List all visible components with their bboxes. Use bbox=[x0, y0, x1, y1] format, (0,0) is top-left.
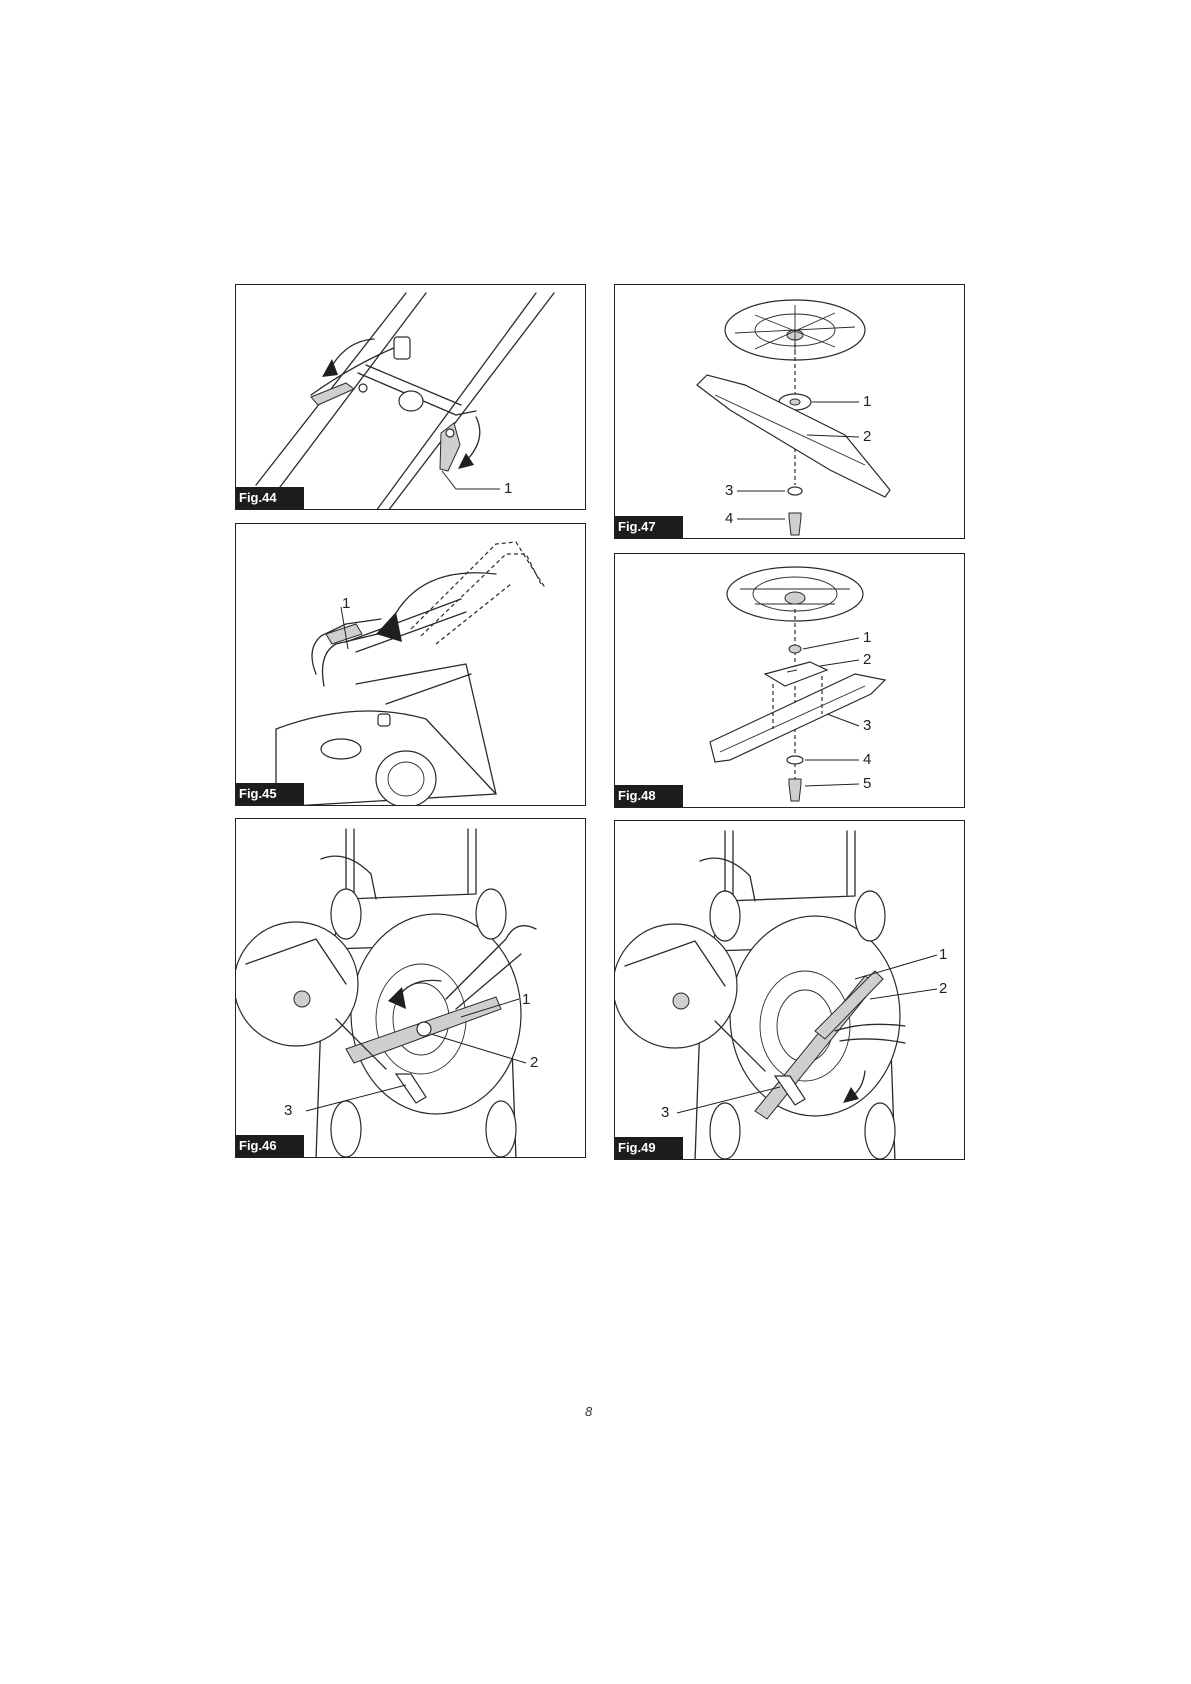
fig48-callout-5: 5 bbox=[863, 776, 871, 791]
fig44-label: Fig.44 bbox=[236, 487, 304, 509]
fig48-callout-1: 1 bbox=[863, 630, 871, 645]
fig47-callout-1: 1 bbox=[863, 394, 871, 409]
fig48-label: Fig.48 bbox=[615, 785, 683, 807]
figure-45: 1 Fig.45 bbox=[235, 523, 586, 806]
fig47-label: Fig.47 bbox=[615, 516, 683, 538]
figure-44: 1 Fig.44 bbox=[235, 284, 586, 510]
fig47-callout-2: 2 bbox=[863, 429, 871, 444]
fig46-callout-1: 1 bbox=[522, 992, 530, 1007]
figure-48: 1 2 3 4 5 Fig.48 bbox=[614, 553, 965, 808]
fig45-label: Fig.45 bbox=[236, 783, 304, 805]
fig49-callout-1: 1 bbox=[939, 947, 947, 962]
fig46-callout-2: 2 bbox=[530, 1055, 538, 1070]
fig49-callout-2: 2 bbox=[939, 981, 947, 996]
fig46-label: Fig.46 bbox=[236, 1135, 304, 1157]
fig49-callout-3: 3 bbox=[661, 1105, 669, 1120]
page-number: 8 bbox=[585, 1404, 592, 1419]
fig44-callout-1: 1 bbox=[504, 481, 512, 496]
fig45-callout-1: 1 bbox=[342, 596, 350, 611]
fig48-callout-4: 4 bbox=[863, 752, 871, 767]
figure-47: 1 2 3 4 Fig.47 bbox=[614, 284, 965, 539]
fig48-callout-2: 2 bbox=[863, 652, 871, 667]
fig46-callout-3: 3 bbox=[284, 1103, 292, 1118]
fig47-callout-3: 3 bbox=[725, 483, 733, 498]
figure-49: 1 2 3 Fig.49 bbox=[614, 820, 965, 1160]
fig49-label: Fig.49 bbox=[615, 1137, 683, 1159]
figure-46: 1 2 3 Fig.46 bbox=[235, 818, 586, 1158]
fig47-callout-4: 4 bbox=[725, 511, 733, 526]
fig48-callout-3: 3 bbox=[863, 718, 871, 733]
